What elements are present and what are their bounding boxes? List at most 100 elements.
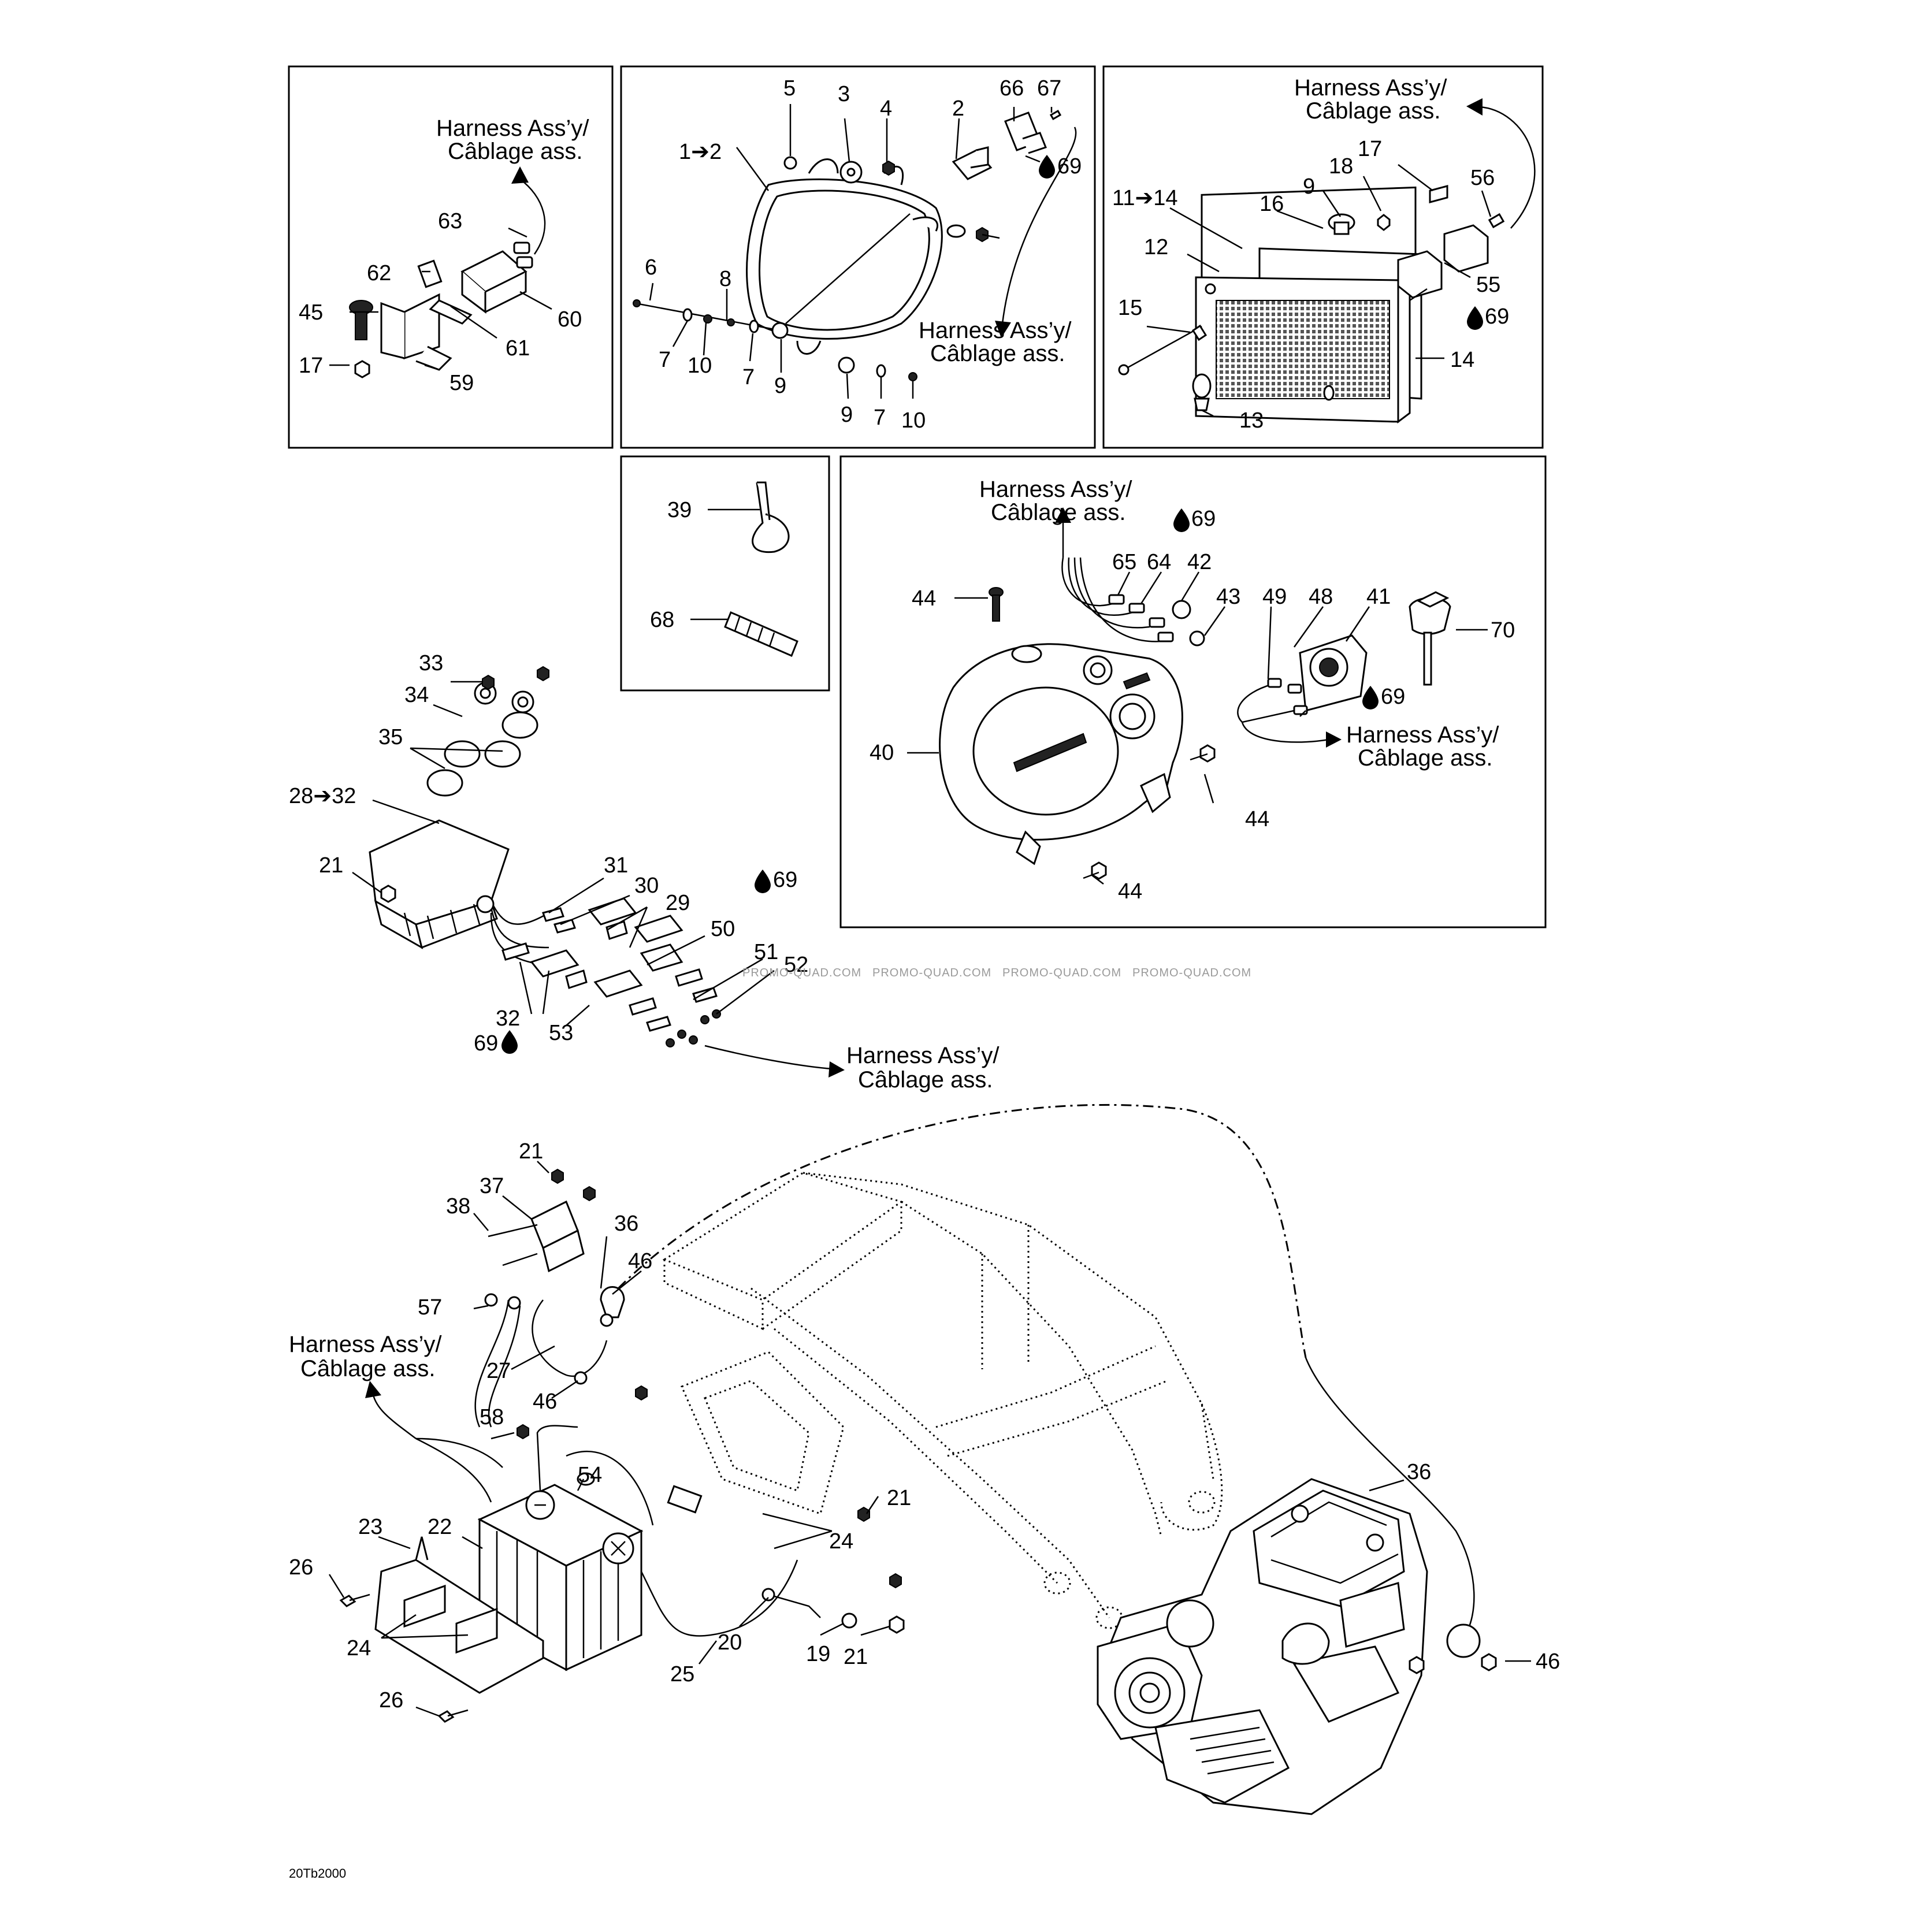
label-1-2: 1➔2 <box>679 140 722 164</box>
label-30: 30 <box>634 874 659 898</box>
harness-callout-6-line1: Harness Ass’y/ <box>846 1043 1000 1068</box>
starter-cable <box>617 1104 1307 1358</box>
label-23: 23 <box>358 1515 382 1539</box>
label-21: 21 <box>519 1139 543 1164</box>
watermark-text: PROMO-QUAD.COM <box>742 967 861 979</box>
harness-arrowhead-6 <box>828 1061 845 1078</box>
harness-arrow-7 <box>371 1392 417 1440</box>
label-7: 7 <box>874 406 886 430</box>
label-38: 38 <box>446 1194 470 1218</box>
part-labels: 63 62 60 45 61 17 59 5 3 4 2 66 67 69 1➔… <box>289 76 1560 1712</box>
label-21: 21 <box>844 1645 868 1669</box>
harness-callout-1-line2: Câblage ass. <box>448 139 582 164</box>
label-21: 21 <box>319 853 343 878</box>
label-69: 69 <box>1485 304 1509 329</box>
label-43: 43 <box>1216 585 1240 609</box>
label-56: 56 <box>1470 166 1495 190</box>
label-36: 36 <box>1407 1460 1431 1484</box>
rear-light-assembly <box>1118 185 1505 423</box>
label-63: 63 <box>438 209 462 233</box>
label-62: 62 <box>367 261 391 285</box>
harness-callout-3-line2: Câblage ass. <box>1306 98 1440 124</box>
engine <box>1097 1478 1428 1815</box>
harness-arrow-1 <box>519 179 546 255</box>
label-65: 65 <box>1112 550 1136 574</box>
harness-callout-6-line2: Câblage ass. <box>858 1067 993 1093</box>
drop-icon <box>1039 155 1055 179</box>
label-61: 61 <box>506 336 530 361</box>
label-66: 66 <box>1000 76 1024 101</box>
label-69: 69 <box>1381 685 1405 709</box>
harness-arrowhead-5b <box>1326 731 1342 748</box>
label-3: 3 <box>838 82 850 106</box>
watermark-text: PROMO-QUAD.COM <box>1002 967 1121 979</box>
label-17: 17 <box>1358 137 1382 161</box>
harness-callout-5b-line2: Câblage ass. <box>1358 745 1492 771</box>
label-29: 29 <box>666 891 690 915</box>
label-69: 69 <box>1057 154 1082 179</box>
leader-lines <box>328 104 1531 1717</box>
harness-callout-5b-line1: Harness Ass’y/ <box>1346 722 1499 748</box>
harness-arrowhead-1 <box>511 166 529 184</box>
label-7: 7 <box>742 365 755 389</box>
label-24: 24 <box>829 1529 853 1554</box>
label-9: 9 <box>841 403 853 427</box>
drawing-code: 20Tb2000 <box>289 1866 346 1881</box>
label-27: 27 <box>486 1359 511 1383</box>
label-6: 6 <box>645 255 657 280</box>
label-37: 37 <box>480 1174 504 1198</box>
battery-cable <box>640 1559 798 1637</box>
label-41: 41 <box>1366 585 1391 609</box>
harness-arrow-3 <box>1478 106 1536 229</box>
label-5: 5 <box>783 76 796 101</box>
ground-strap <box>768 1593 821 1618</box>
label-67: 67 <box>1037 76 1061 101</box>
label-69: 69 <box>474 1031 498 1056</box>
label-42: 42 <box>1187 550 1212 574</box>
harness-callout-2-line1: Harness Ass’y/ <box>919 318 1072 343</box>
label-53: 53 <box>549 1021 573 1045</box>
panel-instrument-cover <box>839 455 1547 928</box>
drop-icon <box>1173 508 1190 532</box>
label-24: 24 <box>347 1636 371 1660</box>
watermark: PROMO-QUAD.COM PROMO-QUAD.COM PROMO-QUAD… <box>742 967 1251 979</box>
harness-callout-1-line1: Harness Ass’y/ <box>436 116 589 141</box>
label-55: 55 <box>1476 273 1500 297</box>
label-68: 68 <box>650 608 674 632</box>
label-11-14: 11➔14 <box>1112 186 1178 210</box>
label-15: 15 <box>1118 296 1142 320</box>
label-40: 40 <box>870 741 894 765</box>
label-22: 22 <box>428 1515 452 1539</box>
harness-callout-7-line2: Câblage ass. <box>300 1356 435 1381</box>
label-34: 34 <box>404 683 429 707</box>
label-9: 9 <box>1303 174 1315 199</box>
label-32: 32 <box>496 1006 520 1031</box>
label-44: 44 <box>912 586 936 611</box>
label-70: 70 <box>1491 618 1515 642</box>
label-28-32: 28➔32 <box>289 784 356 808</box>
label-59: 59 <box>449 371 474 395</box>
harness-arrow-5b <box>1241 722 1329 743</box>
cable-sleeve <box>724 611 798 657</box>
harness-callouts: Harness Ass’y/ Câblage ass. Harness Ass’… <box>289 75 1499 1381</box>
grease-drop-icons <box>501 155 1483 1054</box>
regulator-assembly <box>369 666 721 1047</box>
harness-callout-3-line1: Harness Ass’y/ <box>1294 75 1447 101</box>
label-64: 64 <box>1147 550 1171 574</box>
panel-taillight-connector <box>288 65 614 449</box>
label-31: 31 <box>604 853 628 878</box>
relay-cable <box>532 1299 608 1377</box>
label-52: 52 <box>784 953 808 977</box>
positive-cable <box>566 1450 654 1526</box>
label-2: 2 <box>952 96 964 121</box>
label-48: 48 <box>1309 585 1333 609</box>
drop-icon <box>1467 306 1483 330</box>
label-13: 13 <box>1239 408 1264 433</box>
harness-arrowhead-3 <box>1466 98 1483 116</box>
harness-arrow-2 <box>1001 127 1077 324</box>
label-54: 54 <box>578 1463 602 1487</box>
frame-assembly <box>662 1172 1223 1629</box>
label-7: 7 <box>659 348 671 372</box>
